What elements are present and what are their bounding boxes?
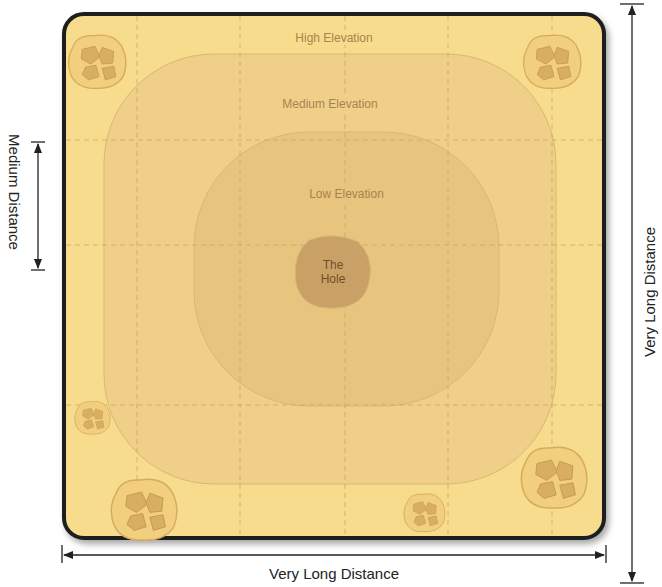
elevation-label: High Elevation [292, 31, 375, 45]
dimension-arrow [631, 6, 632, 581]
dimension-label: Very Long Distance [266, 565, 402, 583]
dimension-label: Very Long Distance [641, 224, 659, 360]
dimension-label: Medium Distance [5, 131, 23, 253]
region-label-row: Medium Elevation [104, 94, 556, 112]
low-elevation-region: Low ElevationThe Hole [194, 132, 499, 406]
region-label-row: The Hole [294, 258, 372, 287]
medium-elevation-region: Medium ElevationLow ElevationThe Hole [104, 54, 556, 484]
elevation-label: The Hole [308, 258, 358, 286]
dimension-arrow [37, 144, 38, 268]
elevation-label: Medium Elevation [279, 97, 380, 111]
elevation-label: Low Elevation [306, 187, 387, 201]
hole-region: The Hole [294, 234, 372, 309]
region-label-row: High Elevation [66, 28, 602, 46]
region-label-row: Low Elevation [194, 184, 499, 202]
dimension-arrow [64, 554, 604, 555]
high-elevation-region: High ElevationMedium ElevationLow Elevat… [62, 12, 606, 540]
